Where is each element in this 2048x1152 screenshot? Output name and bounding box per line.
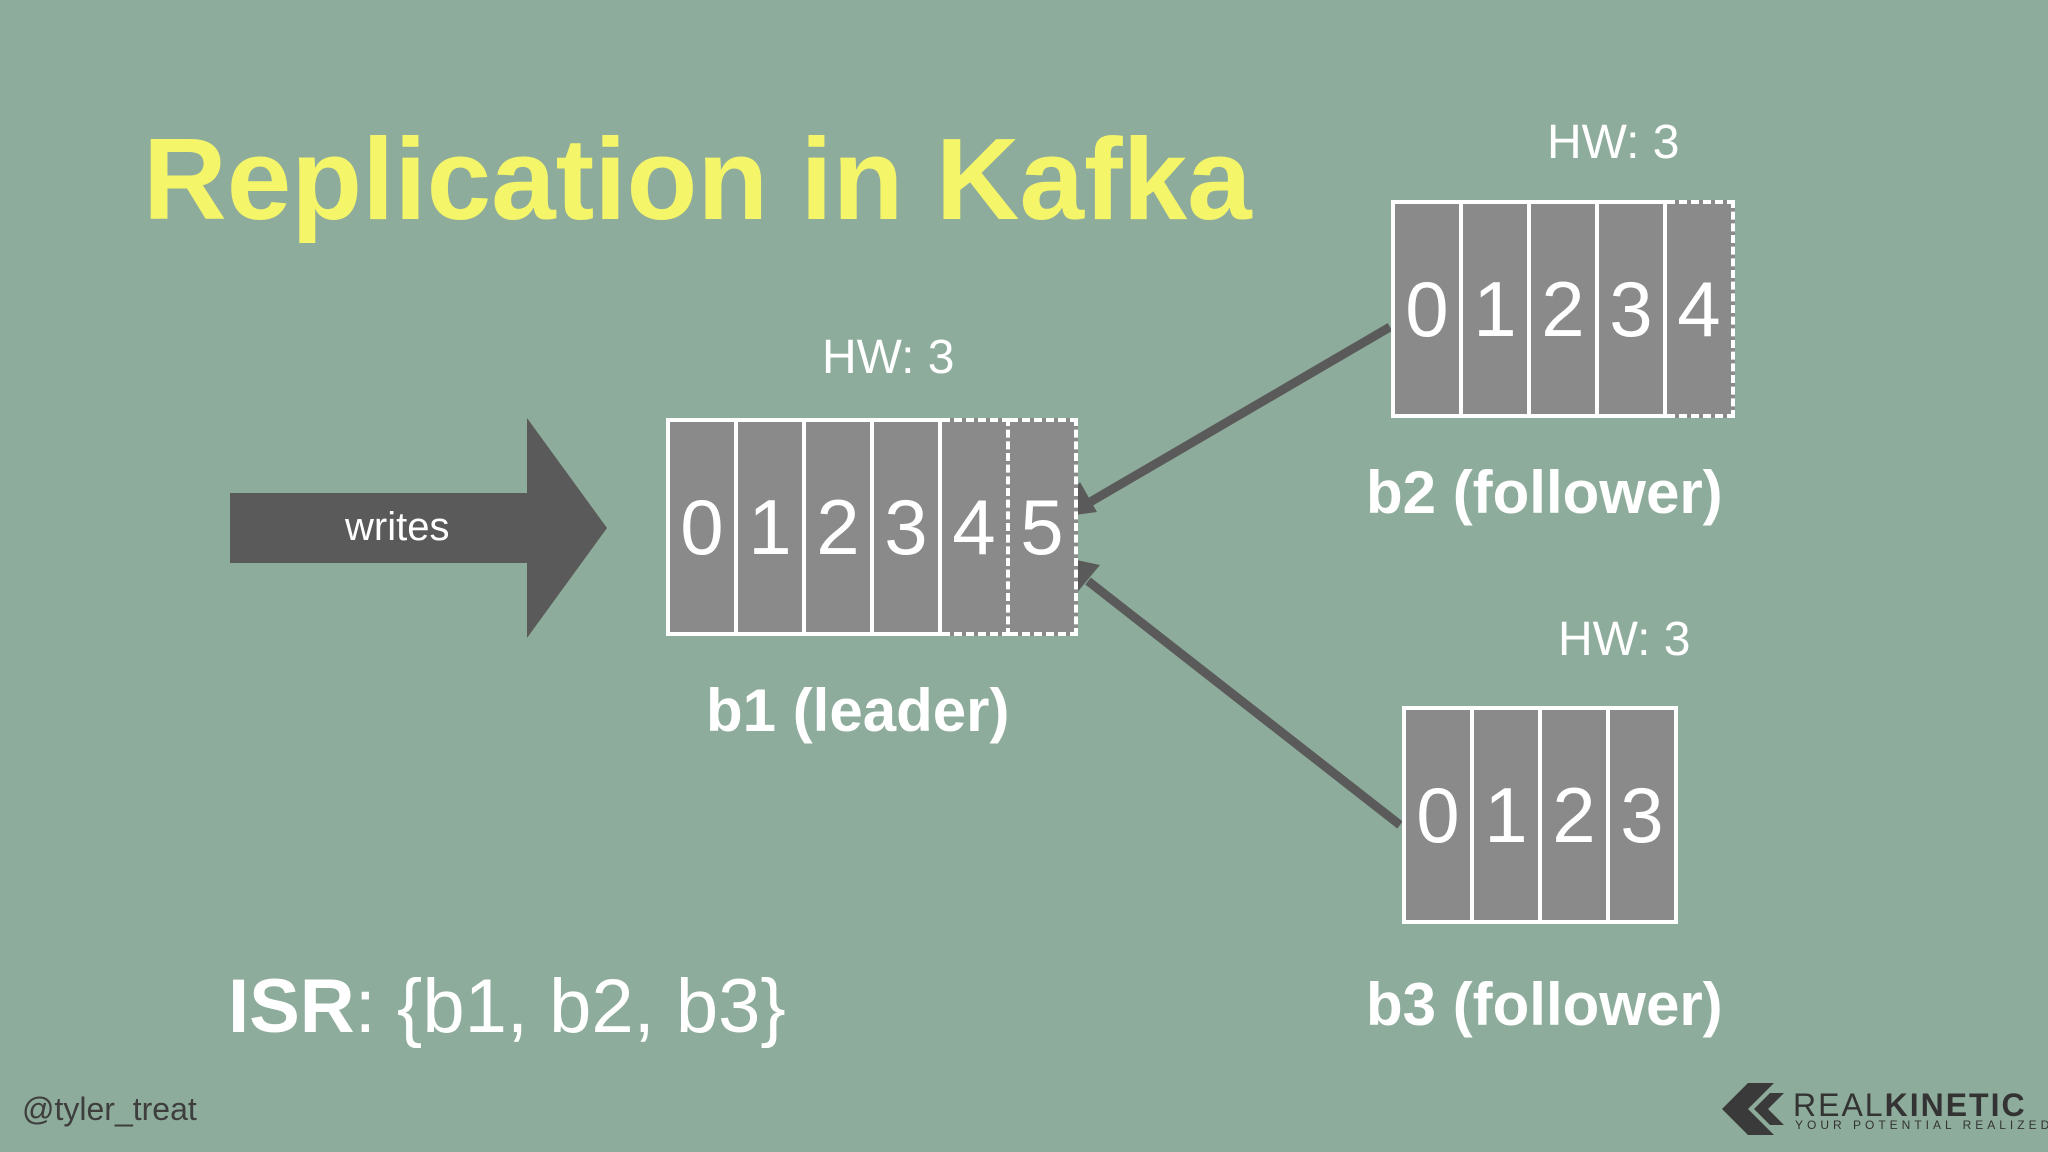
log-offset-cell: 1 xyxy=(1463,200,1531,418)
isr-label: ISR xyxy=(228,964,355,1049)
log-offset-cell: 1 xyxy=(1474,710,1542,920)
brand-name: REALKINETIC xyxy=(1793,1087,2027,1124)
log-offset-cell: 0 xyxy=(1406,710,1474,920)
b1-hw-label: HW: 3 xyxy=(822,331,955,384)
log-offset-cell: 2 xyxy=(806,418,874,636)
b3-label: b3 (follower) xyxy=(1366,971,1723,1038)
log-offset-cell: 3 xyxy=(1610,710,1678,920)
isr-set: ISR: {b1, b2, b3} xyxy=(228,963,786,1050)
isr-value: : {b1, b2, b3} xyxy=(354,964,786,1049)
b3-to-b1-arrow-line xyxy=(1085,577,1403,829)
b2-to-b1-arrow-line xyxy=(1082,323,1393,509)
log-offset-cell: 4 xyxy=(942,418,1010,636)
brand-name-part2: KINETIC xyxy=(1884,1087,2027,1123)
log-offset-cell: 4 xyxy=(1667,200,1735,418)
log-offset-cell: 1 xyxy=(738,418,806,636)
author-handle: @tyler_treat xyxy=(22,1091,197,1127)
slide-title: Replication in Kafka xyxy=(143,114,1252,244)
b1-label: b1 (leader) xyxy=(706,677,1010,744)
brand-logo-icon xyxy=(1722,1083,1784,1135)
b2-label: b2 (follower) xyxy=(1366,459,1723,526)
b3-hw-label: HW: 3 xyxy=(1558,613,1691,666)
log-offset-cell: 2 xyxy=(1542,710,1610,920)
log-offset-cell: 5 xyxy=(1010,418,1078,636)
log-offset-cell: 0 xyxy=(1395,200,1463,418)
b2-hw-label: HW: 3 xyxy=(1547,116,1680,169)
writes-label: writes xyxy=(345,505,450,549)
brand-name-part1: REAL xyxy=(1793,1087,1885,1123)
log-offset-cell: 2 xyxy=(1531,200,1599,418)
log-offset-cell: 0 xyxy=(670,418,738,636)
log-offset-cell: 3 xyxy=(1599,200,1667,418)
writes-arrow xyxy=(230,418,607,638)
log-offset-cell: 3 xyxy=(874,418,942,636)
brand-tagline: YOUR POTENTIAL REALIZED xyxy=(1795,1118,2048,1132)
